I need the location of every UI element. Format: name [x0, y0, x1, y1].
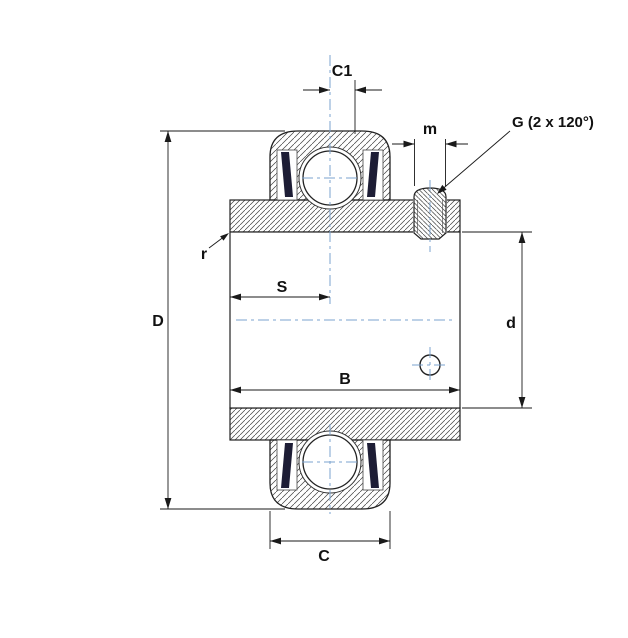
label-d: d	[506, 315, 516, 332]
seal-bottom-left	[281, 443, 293, 488]
arrow-C1-right	[355, 86, 366, 94]
set-screw	[413, 187, 447, 240]
label-S: S	[277, 279, 288, 296]
label-r: r	[201, 246, 207, 263]
arrow-r-leader	[220, 233, 229, 241]
arrow-m-left	[403, 140, 415, 148]
seal-top-left	[281, 152, 293, 197]
arrow-G-leader	[437, 184, 447, 194]
label-D: D	[152, 313, 164, 330]
arrow-B-left	[230, 386, 241, 394]
label-m: m	[423, 121, 437, 138]
arrow-C-left	[270, 537, 281, 545]
arrow-S-right	[319, 293, 330, 301]
arrow-B-right	[449, 386, 460, 394]
label-G: G (2 x 120°)	[512, 114, 594, 131]
seal-top-right	[367, 152, 379, 197]
label-B: B	[339, 371, 351, 388]
centerlines	[236, 55, 456, 514]
arrow-C1-left	[319, 86, 330, 94]
leader-G	[438, 130, 511, 193]
seal-bottom-right	[367, 443, 379, 488]
arrow-m-right	[445, 140, 457, 148]
arrow-D-bottom	[164, 498, 172, 509]
arrow-C-right	[379, 537, 390, 545]
label-C1: C1	[332, 63, 353, 80]
dimension-arrowheads	[164, 86, 526, 545]
arrow-d-bottom	[518, 397, 526, 408]
leader-r	[208, 237, 224, 249]
arrow-S-left	[230, 293, 241, 301]
label-C: C	[318, 548, 330, 565]
arrow-d-top	[518, 232, 526, 243]
dimension-lines	[160, 80, 532, 549]
arrow-D-top	[164, 131, 172, 142]
